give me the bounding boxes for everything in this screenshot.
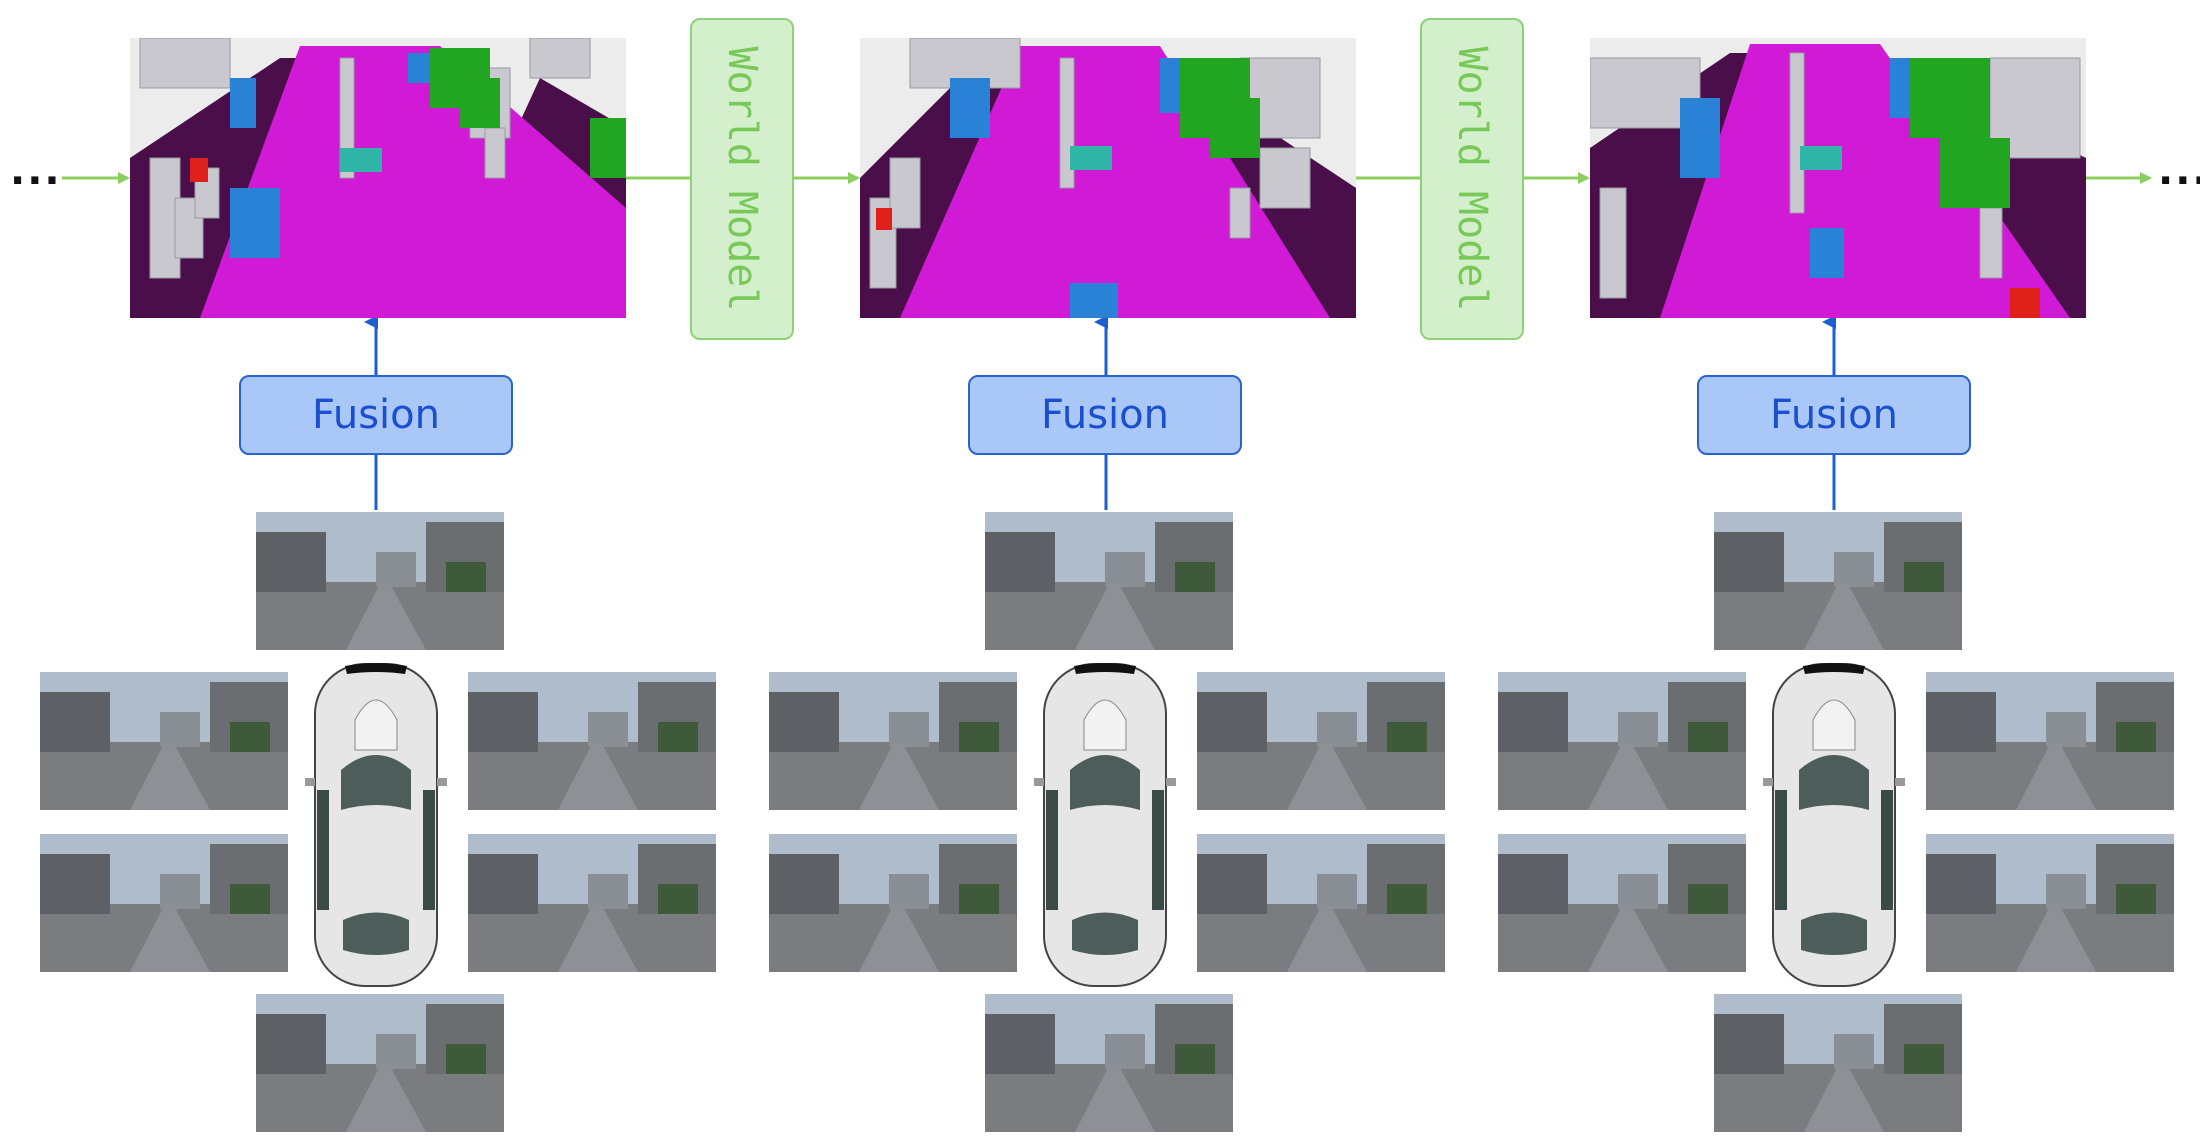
ellipsis-left: ... bbox=[10, 148, 62, 194]
fusion-box-2: Fusion bbox=[968, 375, 1242, 455]
world-model-box-2: World Model bbox=[1420, 18, 1524, 340]
world-model-box-1: World Model bbox=[690, 18, 794, 340]
fusion-label: Fusion bbox=[1770, 392, 1898, 438]
world-model-label: World Model bbox=[1449, 46, 1495, 312]
world-model-label: World Model bbox=[719, 46, 765, 312]
camera-view-front-left bbox=[40, 672, 288, 810]
ellipsis-right: ... bbox=[2158, 148, 2200, 194]
camera-view-back bbox=[1714, 994, 1962, 1132]
camera-view-back-right bbox=[468, 834, 716, 972]
fusion-box-1: Fusion bbox=[239, 375, 513, 455]
camera-view-front-left bbox=[769, 672, 1017, 810]
occupancy-grid-2 bbox=[860, 38, 1356, 318]
camera-view-front bbox=[985, 512, 1233, 650]
occupancy-grid-1 bbox=[130, 38, 626, 318]
fusion-label: Fusion bbox=[312, 392, 440, 438]
camera-view-front-left bbox=[1498, 672, 1746, 810]
fusion-box-3: Fusion bbox=[1697, 375, 1971, 455]
camera-view-back-left bbox=[1498, 834, 1746, 972]
occupancy-render bbox=[860, 38, 1356, 318]
occupancy-render bbox=[130, 38, 626, 318]
camera-view-front bbox=[256, 512, 504, 650]
occupancy-grid-3 bbox=[1590, 38, 2086, 318]
camera-view-back bbox=[985, 994, 1233, 1132]
fusion-label: Fusion bbox=[1041, 392, 1169, 438]
camera-view-back-left bbox=[769, 834, 1017, 972]
camera-view-front-right bbox=[1926, 672, 2174, 810]
camera-view-front bbox=[1714, 512, 1962, 650]
camera-view-back-right bbox=[1926, 834, 2174, 972]
camera-view-back bbox=[256, 994, 504, 1132]
car-top-view-icon bbox=[1034, 660, 1176, 990]
camera-view-back-left bbox=[40, 834, 288, 972]
camera-view-back-right bbox=[1197, 834, 1445, 972]
car-top-view-icon bbox=[1763, 660, 1905, 990]
car-top-view-icon bbox=[305, 660, 447, 990]
occupancy-render bbox=[1590, 38, 2086, 318]
camera-view-front-right bbox=[468, 672, 716, 810]
camera-view-front-right bbox=[1197, 672, 1445, 810]
